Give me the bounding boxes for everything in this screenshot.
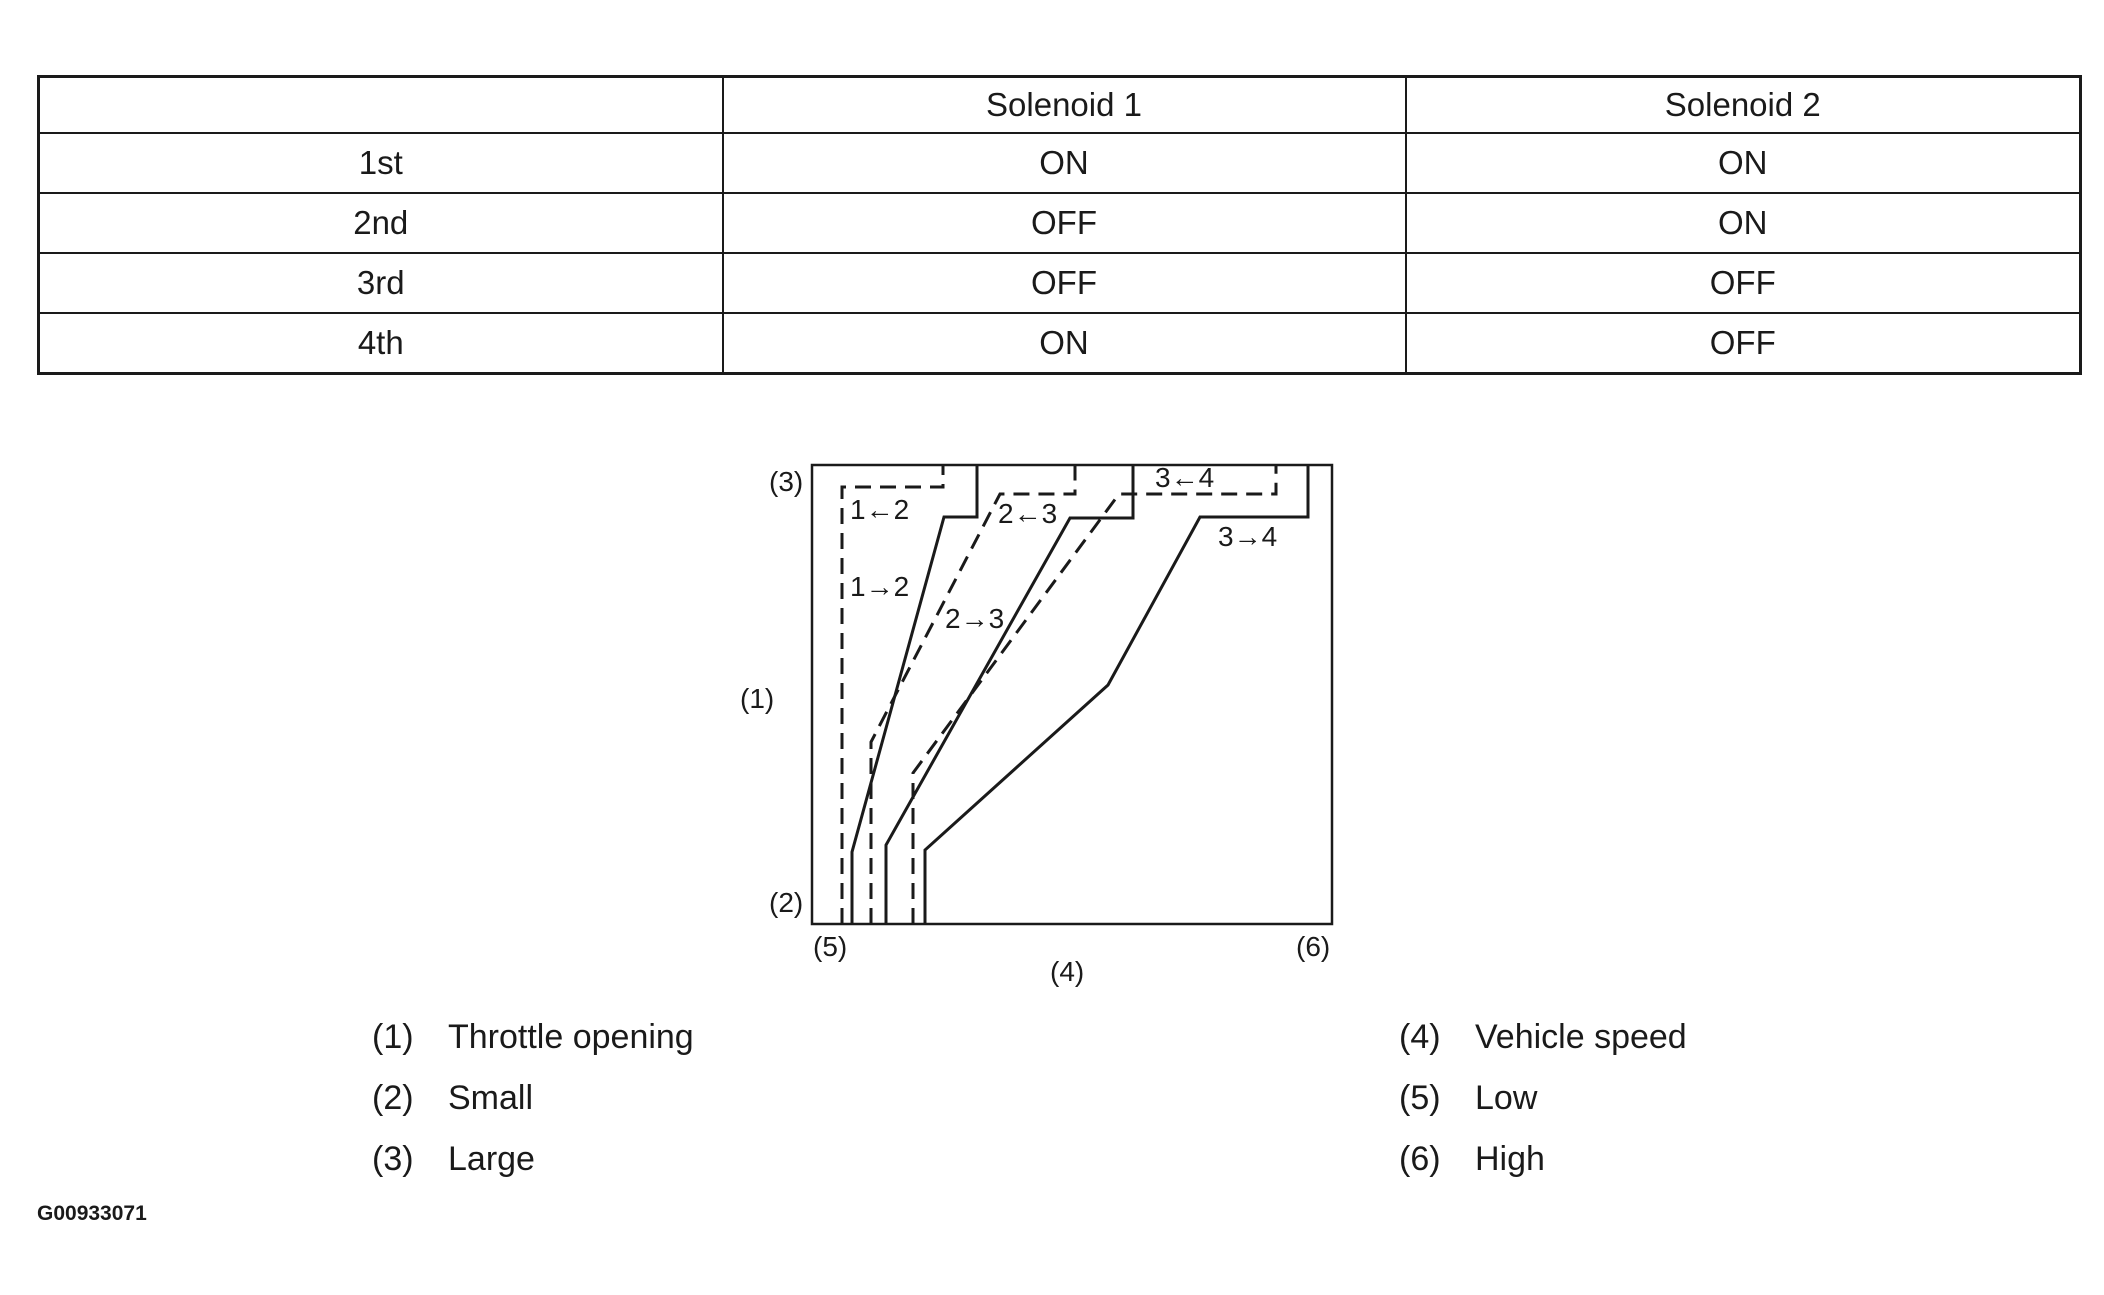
- table-header-blank: [37, 75, 724, 134]
- solenoid-1-cell: ON: [721, 312, 1407, 375]
- legend-item-small: (2) Small: [372, 1079, 533, 1118]
- legend-number: (5): [1399, 1079, 1441, 1117]
- label-3-4-down: 3←4: [1155, 462, 1214, 493]
- shift-line-2-3-up: [884, 465, 1135, 924]
- callout-throttle-opening: (1): [740, 683, 774, 714]
- gear-cell: 1st: [37, 132, 724, 194]
- solenoid-2-cell: ON: [1404, 132, 2082, 194]
- legend-item-large: (3) Large: [372, 1140, 535, 1179]
- legend-number: (4): [1399, 1018, 1441, 1056]
- legend-text: High: [1475, 1140, 1545, 1178]
- callout-high: (6): [1296, 931, 1330, 962]
- gear-cell: 3rd: [37, 252, 724, 314]
- legend-text: Vehicle speed: [1475, 1018, 1687, 1056]
- legend-text: Large: [448, 1140, 535, 1178]
- legend-text: Throttle opening: [448, 1018, 694, 1056]
- callout-low: (5): [813, 931, 847, 962]
- gear-cell: 2nd: [37, 192, 724, 254]
- solenoid-table: Solenoid 1 Solenoid 2 1st ON ON 2nd OFF …: [37, 75, 2082, 375]
- figure-id: G00933071: [37, 1202, 147, 1225]
- table-header-row: Solenoid 1 Solenoid 2: [37, 75, 2082, 134]
- table-header-solenoid-1: Solenoid 1: [721, 75, 1407, 134]
- legend-item-vehicle-speed: (4) Vehicle speed: [1399, 1018, 1687, 1057]
- callout-small: (2): [769, 887, 803, 918]
- shift-line-3-4-down: [911, 465, 1278, 924]
- gear-cell: 4th: [37, 312, 724, 375]
- table-row: 2nd OFF ON: [37, 192, 2082, 254]
- legend-number: (2): [372, 1079, 414, 1117]
- solenoid-2-cell: OFF: [1404, 252, 2082, 314]
- legend-item-low: (5) Low: [1399, 1079, 1537, 1118]
- legend-text: Small: [448, 1079, 534, 1117]
- solenoid-2-cell: ON: [1404, 192, 2082, 254]
- legend-item-throttle-opening: (1) Throttle opening: [372, 1018, 694, 1057]
- legend-item-high: (6) High: [1399, 1140, 1545, 1179]
- label-2-3-up: 2→3: [945, 603, 1004, 634]
- solenoid-1-cell: OFF: [721, 252, 1407, 314]
- label-3-4-up: 3→4: [1218, 521, 1277, 552]
- legend-number: (6): [1399, 1140, 1441, 1178]
- label-1-2-down: 1←2: [850, 494, 909, 525]
- table-row: 4th ON OFF: [37, 312, 2082, 375]
- callout-vehicle-speed: (4): [1050, 956, 1084, 987]
- shift-line-1-2-up: [850, 465, 979, 924]
- diagram-frame: [810, 463, 1334, 926]
- label-2-3-down: 2←3: [998, 498, 1057, 529]
- solenoid-2-cell: OFF: [1404, 312, 2082, 375]
- table-row: 1st ON ON: [37, 132, 2082, 194]
- table-row: 3rd OFF OFF: [37, 252, 2082, 314]
- callout-large: (3): [769, 466, 803, 497]
- shift-line-3-4-up: [923, 465, 1310, 924]
- legend-text: Low: [1475, 1079, 1538, 1117]
- legend-number: (1): [372, 1018, 414, 1056]
- table-header-solenoid-2: Solenoid 2: [1404, 75, 2082, 134]
- solenoid-1-cell: ON: [721, 132, 1407, 194]
- shift-line-1-2-down: [840, 465, 945, 924]
- label-1-2-up: 1→2: [850, 571, 909, 602]
- shift-line-2-3-down: [869, 465, 1077, 924]
- solenoid-1-cell: OFF: [721, 192, 1407, 254]
- shift-pattern-diagram: (3) (1) (2) (5) (6) (4) 1←2 1→2 2←3 2→3 …: [740, 462, 1334, 987]
- legend-number: (3): [372, 1140, 414, 1178]
